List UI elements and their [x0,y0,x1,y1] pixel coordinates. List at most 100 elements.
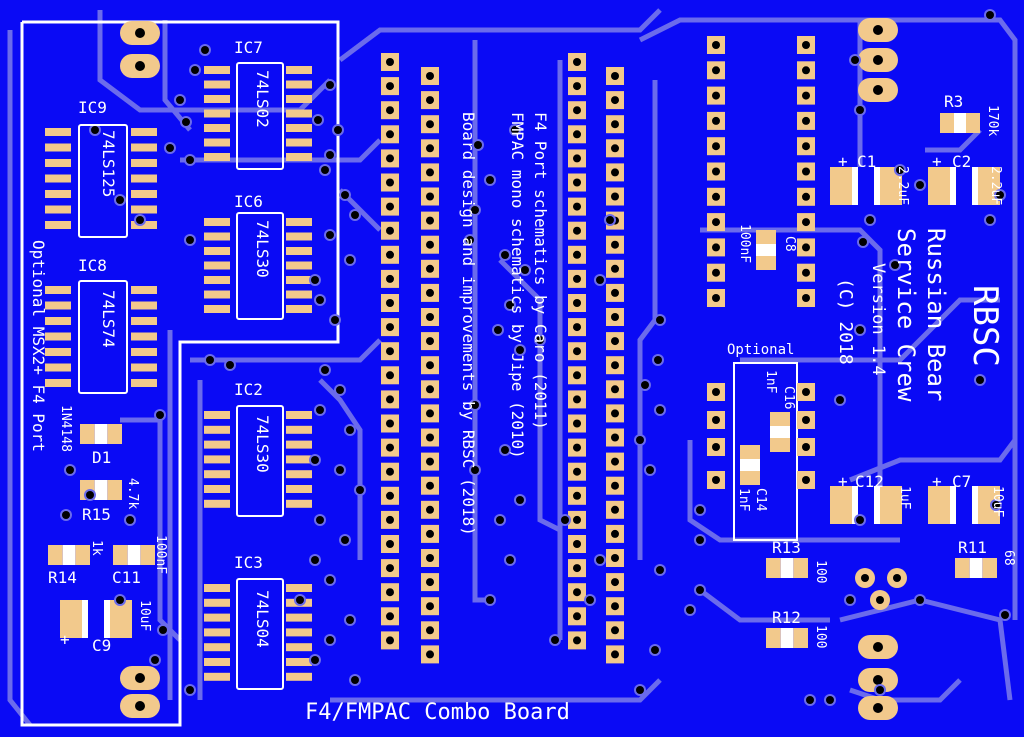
pad-hole [573,178,581,187]
pad-hole [573,299,581,307]
smd-pad [793,558,808,578]
c1-plus: + [838,152,848,171]
c9-plus: + [60,630,70,649]
via-hole [501,446,509,454]
via-hole [651,646,659,654]
ic-pin [286,470,312,479]
optional-port-label: Optional MSX2+ F4 Port [29,240,48,452]
ic7-outline [236,62,284,170]
ic-pin [45,221,71,229]
ic-pin [45,332,71,341]
cap-band [858,167,874,205]
r14-ref: R14 [48,568,77,587]
pad-hole [426,240,434,249]
ic-pin [131,379,157,387]
cap-band [88,600,104,638]
via-hole [331,316,339,324]
pad-hole [712,243,720,252]
via-hole [551,636,559,644]
via-hole [466,236,474,244]
via-hole [656,566,664,574]
pad-hole [611,168,619,177]
ic-pin [204,305,230,313]
pad-hole [426,337,434,346]
ic-pin [45,379,71,387]
smd-pad [766,628,781,648]
via-hole [334,126,342,134]
pad-hole [573,588,581,597]
pad-hole [611,288,619,297]
ic2-part: 74LS30 [253,415,272,473]
via-hole [321,166,329,174]
pad-hole [573,58,581,66]
pad-hole [386,323,394,332]
via-hole [136,216,144,224]
pad-hole [802,41,810,49]
via-hole [182,118,190,126]
smd-pad [756,256,776,270]
pad-hole [386,636,394,645]
pad-hole [893,574,901,582]
pad-hole [611,578,619,587]
via-hole [471,466,479,474]
ic-pin [286,218,312,226]
pad-hole [573,323,581,332]
via-hole [486,176,494,184]
pad-hole [426,144,434,153]
smd-pad [60,600,82,638]
pad-hole [426,72,434,80]
via-hole [1001,611,1009,619]
d1-ref: D1 [92,448,112,467]
via-hole [606,216,614,224]
pad-hole [611,240,619,249]
ic8-ref: IC8 [78,256,107,275]
via-hole [636,436,644,444]
via-hole [151,656,159,664]
pad-hole [386,130,394,139]
ic-pin [286,455,312,464]
ic-pin [286,305,312,313]
via-hole [326,81,334,89]
ic-pin [204,499,230,508]
pad-hole [611,144,619,153]
via-hole [341,191,349,199]
pad-hole [573,274,581,283]
d1-value: 1N4148 [58,405,73,452]
cap-band [956,486,972,524]
pad-hole [873,55,883,65]
smd-pad [766,558,781,578]
pad-hole [611,72,619,80]
via-hole [516,496,524,504]
ic2-ref: IC2 [234,380,263,399]
pad-hole [802,476,810,484]
via-hole [316,516,324,524]
c1-value: 2.2uF [895,166,910,206]
pad-hole [573,564,581,573]
via-hole [66,466,74,474]
via-hole [506,301,514,309]
ic-pin [204,218,230,226]
pad-hole [426,216,434,225]
via-hole [851,56,859,64]
pad-hole [386,371,394,380]
ic9-ref: IC9 [78,98,107,117]
copyright: (C) 2018 [835,278,856,365]
smd-pad [978,486,1000,524]
pad-hole [386,250,394,259]
via-hole [126,516,134,524]
ic-pin [131,159,157,167]
pad-hole [426,433,434,442]
pad-hole [386,443,394,452]
pad-hole [611,481,619,490]
via-hole [596,556,604,564]
pad-hole [573,371,581,380]
ic-pin [204,658,230,666]
ic-pin [131,301,157,310]
c9-value: 10uF [137,600,152,632]
ic-pin [131,205,157,214]
via-hole [856,326,864,334]
ic-pin [286,80,312,89]
smd-body [94,424,108,444]
ic-pin [286,66,312,74]
